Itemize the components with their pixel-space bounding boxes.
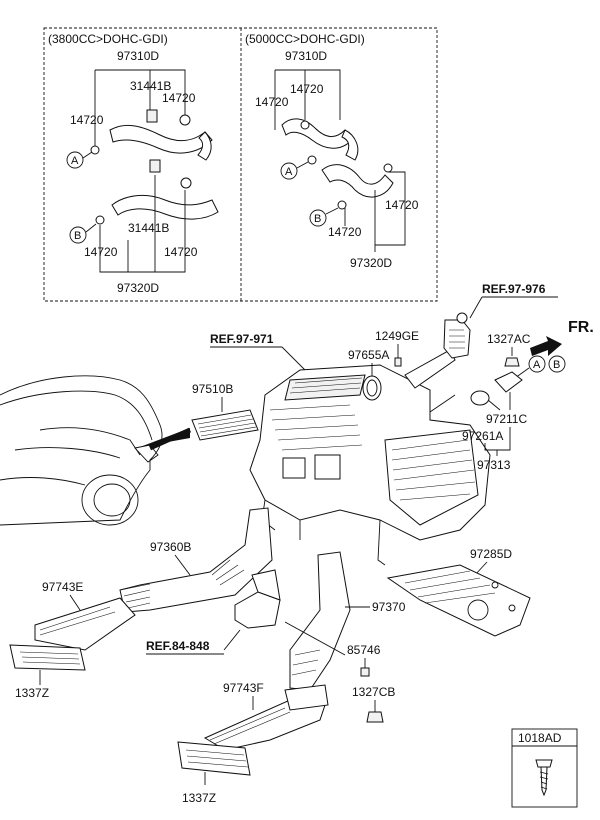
marker-b-left-circle [69, 226, 87, 244]
fitting-31441b-lower [149, 159, 161, 173]
heater-hose-lower-right [321, 164, 394, 198]
dash-vent-97510b [191, 409, 259, 441]
marker-b-right-circle [309, 209, 327, 227]
marker-a-main: A [533, 359, 541, 371]
clamp-right-low [337, 200, 347, 210]
ref-84-848: REF.84-848 [146, 639, 210, 653]
label-14720-right-a: 14720 [290, 82, 324, 96]
marker-a-right: A [285, 166, 293, 178]
label-1327cb: 1327CB [352, 685, 395, 699]
clip-85746 [360, 667, 370, 677]
marker-b-main: B [553, 359, 560, 371]
label-14720-left-b: 14720 [70, 113, 104, 127]
marker-b-main-circle [548, 355, 566, 373]
label-97360b: 97360B [150, 540, 191, 554]
hose-clamp-left [90, 145, 100, 155]
inset-5000cc: (5000CC>DOHC-GDI) 97310D 14720 14720 A B… [245, 32, 419, 270]
label-97743f: 97743F [223, 681, 264, 695]
label-1337z-bottom: 1337Z [182, 791, 216, 805]
ref-97-976-component [443, 312, 471, 359]
floor-grille-1337z-left [9, 644, 86, 671]
label-97743e: 97743E [42, 580, 83, 594]
seal-97261a [470, 390, 490, 406]
seal-97211c [494, 371, 523, 393]
label-97261a: 97261A [462, 429, 503, 443]
fitting-31441b-upper [146, 109, 158, 123]
label-31441b-lower: 31441B [128, 221, 169, 235]
label-97320d-right: 97320D [350, 256, 392, 270]
marker-a-left-circle [66, 151, 84, 169]
screw-icon [535, 759, 553, 797]
ref-97-976: REF.97-976 [482, 282, 546, 296]
marker-a-left: A [71, 155, 79, 167]
grommet-97655a [362, 375, 382, 401]
label-14720-left-d: 14720 [164, 245, 198, 259]
label-97510b: 97510B [192, 382, 233, 396]
hvac-housing-assembly [249, 349, 491, 566]
label-85746: 85746 [347, 643, 381, 657]
label-1327ac: 1327AC [487, 332, 531, 346]
direction-label: FR. [568, 319, 594, 336]
heater-hose-upper-left [109, 124, 213, 154]
label-14720-left-a: 14720 [162, 91, 196, 105]
center-duct-97370 [289, 551, 351, 691]
hose-clamp-lower-left [95, 215, 105, 225]
marker-a-right-circle [280, 162, 298, 180]
front-arrow-icon [530, 336, 562, 356]
clamp-right-upper [300, 120, 310, 130]
heater-hose-upper-right [281, 118, 353, 149]
nut-1327ac [504, 357, 520, 367]
legend-label-1018ad: 1018AD [518, 731, 562, 745]
marker-b-right: B [314, 213, 321, 225]
floor-duct-97743e [34, 597, 136, 651]
hose-clamp-lower-right [180, 177, 192, 189]
inset-3800cc: (3800CC>DOHC-GDI) 97310D 31441B 14720 14… [48, 32, 219, 295]
front-direction-indicator: FR. [530, 319, 594, 356]
marker-b-left: B [74, 230, 81, 242]
label-97313: 97313 [477, 458, 511, 472]
engine-variant-inset [43, 27, 438, 302]
label-1249ge: 1249GE [375, 329, 419, 343]
label-14720-right-b: 14720 [255, 95, 289, 109]
hose-clamp-upper [179, 114, 191, 126]
label-97285d: 97285D [470, 547, 512, 561]
label-97320d-left: 97320D [117, 281, 159, 295]
label-14720-right-d: 14720 [328, 225, 362, 239]
under-cover-97285d [386, 564, 531, 637]
ref-97-971: REF.97-971 [210, 332, 274, 346]
nut-1327cb [366, 711, 384, 723]
inset-5000cc-title: (5000CC>DOHC-GDI) [245, 32, 365, 46]
floor-grille-1337z-bottom [177, 741, 251, 776]
heater-hose-lower-left [111, 194, 219, 220]
label-97310d-left: 97310D [117, 49, 159, 63]
label-1337z-left: 1337Z [15, 686, 49, 700]
legend-box-1018ad: 1018AD [511, 728, 578, 808]
clamp-right-mid [307, 155, 317, 165]
inset-3800cc-title: (3800CC>DOHC-GDI) [48, 32, 168, 46]
label-97211c: 97211C [486, 412, 527, 426]
label-97655a: 97655A [348, 348, 389, 362]
label-97310d-right: 97310D [285, 49, 327, 63]
vehicle-outline [0, 375, 163, 526]
floor-duct-97743f [203, 684, 329, 751]
label-31441b-upper: 31441B [130, 79, 171, 93]
marker-a-main-circle [528, 355, 546, 373]
label-14720-left-c: 14720 [84, 245, 118, 259]
label-14720-right-c: 14720 [385, 198, 419, 212]
clamp-right-far [383, 163, 393, 173]
label-97370: 97370 [372, 600, 406, 614]
